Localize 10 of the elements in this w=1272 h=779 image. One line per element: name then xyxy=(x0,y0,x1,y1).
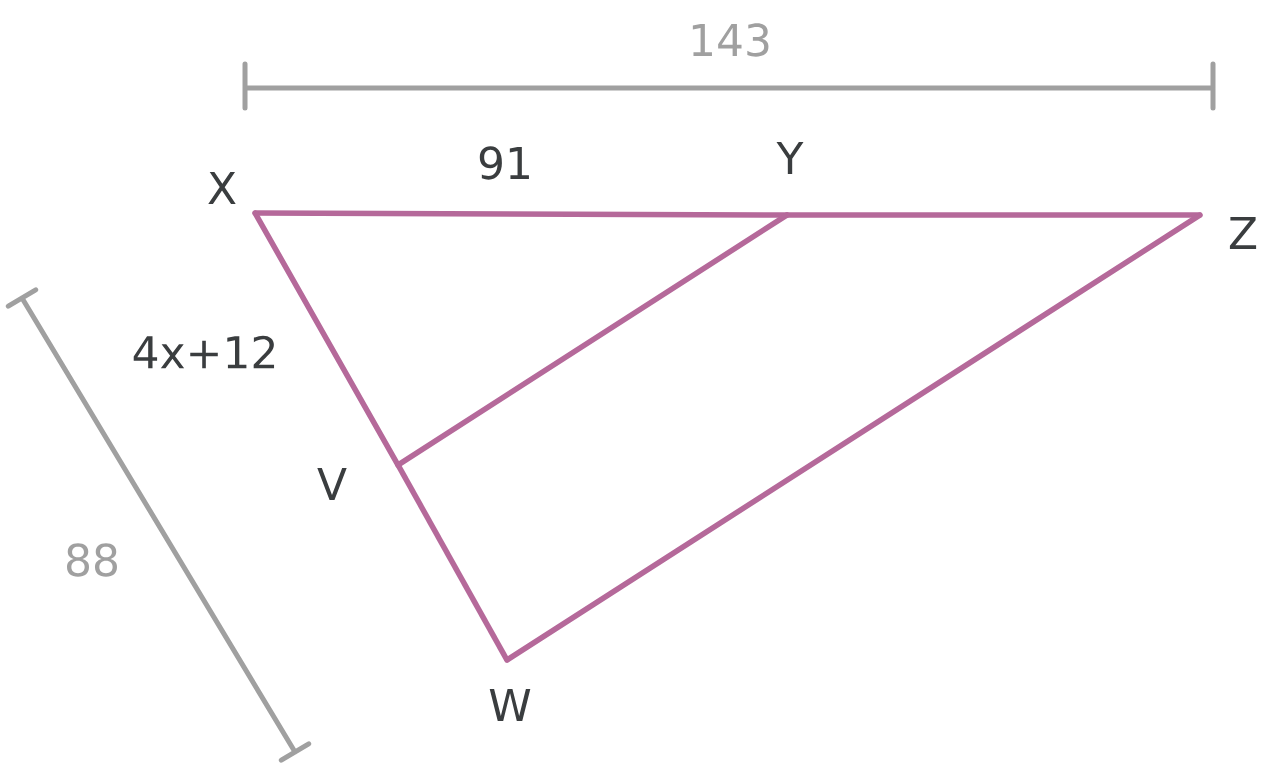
vertex-label: V xyxy=(317,467,347,500)
line-segment xyxy=(504,212,1203,663)
edge-label: 91 xyxy=(479,146,529,180)
dimension-label: 88 xyxy=(67,543,117,577)
vertex-label: X xyxy=(208,171,236,205)
edge-label: 4x+12 xyxy=(133,335,275,369)
dimension-label: 143 xyxy=(692,23,769,57)
vertex-label: Z xyxy=(1229,216,1257,250)
vertex-label: Y xyxy=(776,141,804,175)
vertex-label: W xyxy=(489,688,531,721)
